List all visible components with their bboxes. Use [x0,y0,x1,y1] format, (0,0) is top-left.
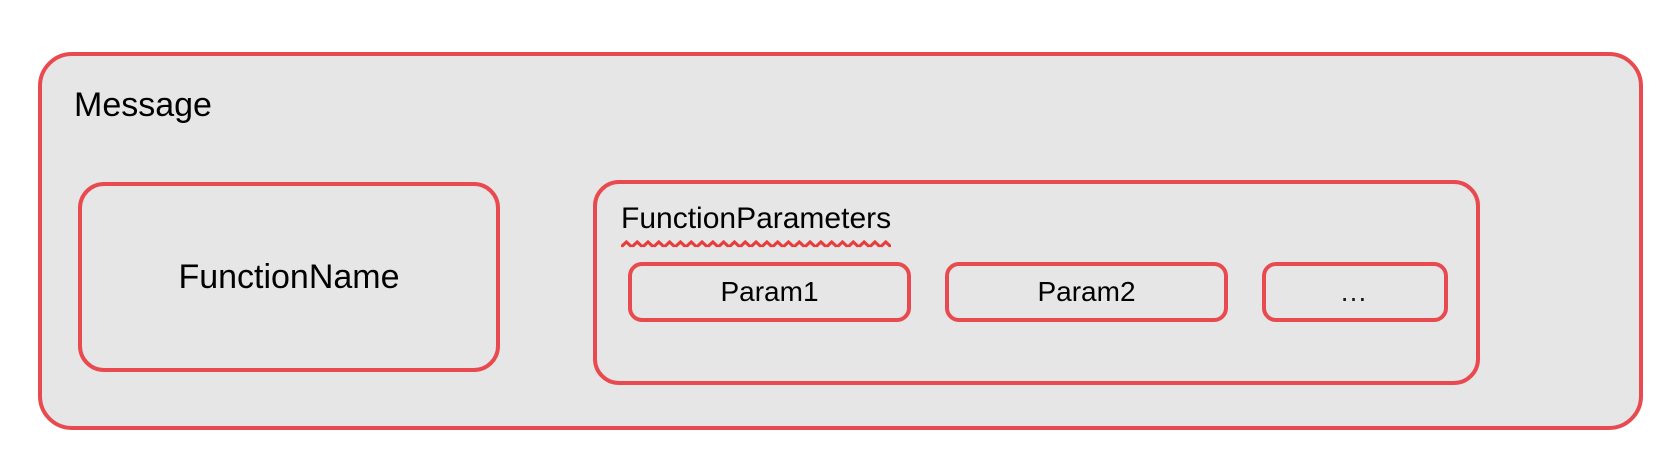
param-label-ellipsis: … [1339,276,1371,307]
param-label-1: Param1 [720,276,819,307]
spellcheck-squiggle-underline [621,240,892,249]
param-label-2: Param2 [1037,276,1136,307]
function-parameters-label: FunctionParameters [621,200,892,249]
message-container-label: Message [74,86,212,124]
function-name-label: FunctionName [178,258,400,296]
param-box-1[interactable]: Param1 [628,262,911,322]
param-box-ellipsis[interactable]: … [1262,262,1448,322]
function-name-box[interactable]: FunctionName [78,182,500,372]
function-parameters-label-wrap: FunctionParameters [621,200,892,249]
param-box-2[interactable]: Param2 [945,262,1228,322]
